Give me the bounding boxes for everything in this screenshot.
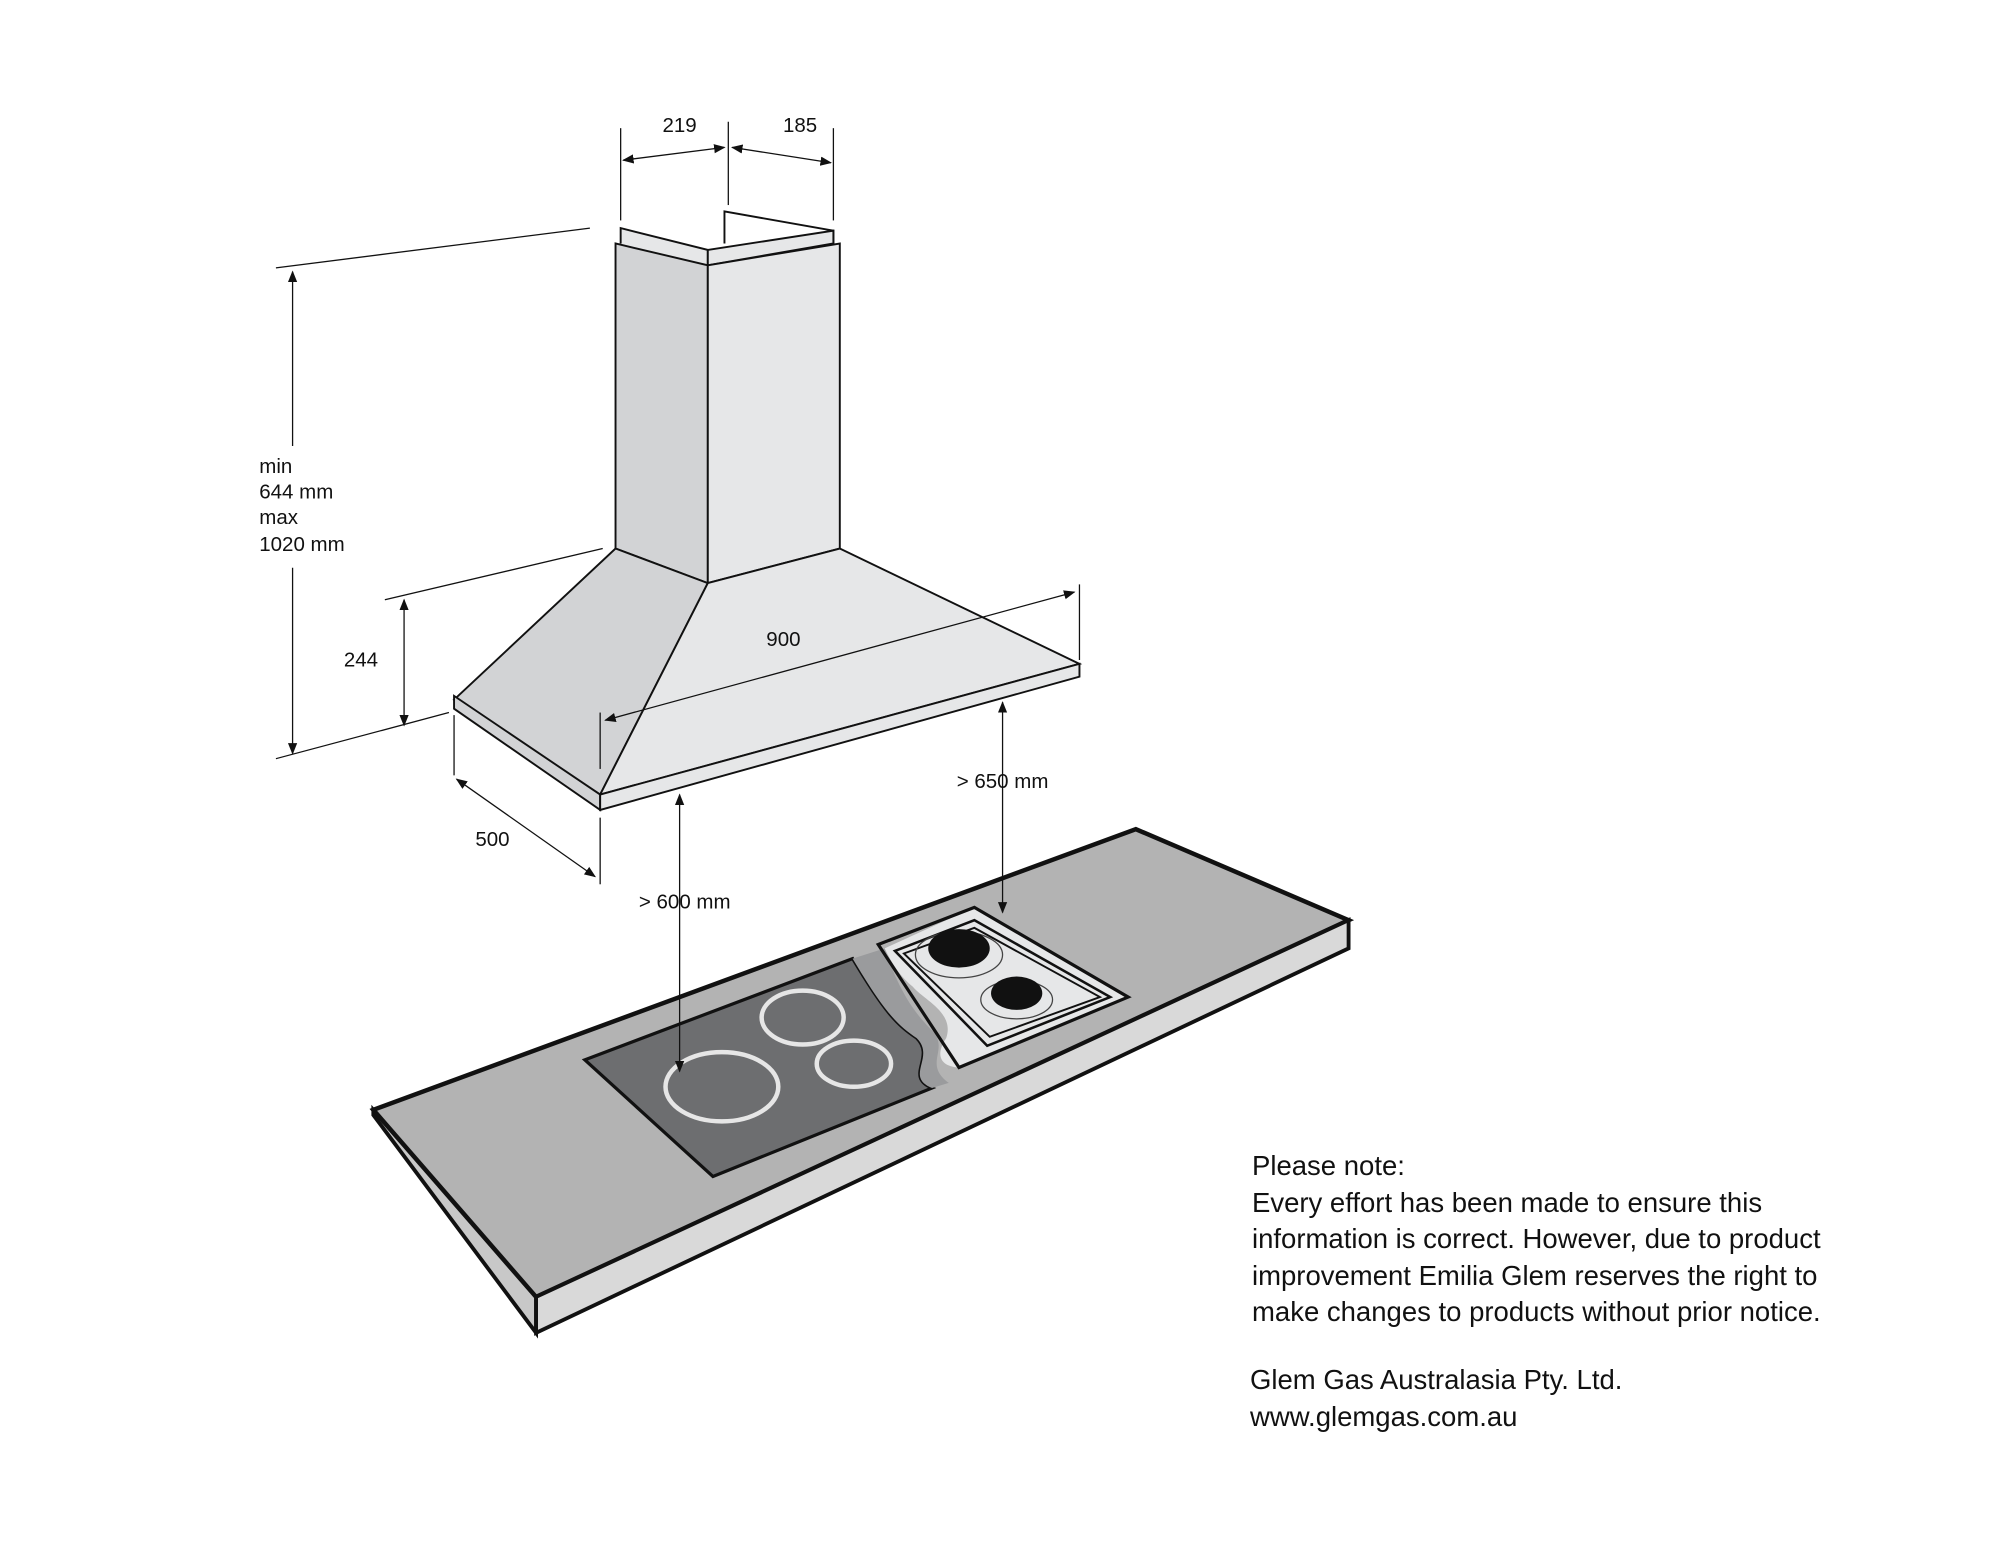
dim-chimney-right-width: 185 — [783, 114, 817, 137]
rangehood — [452, 210, 1083, 812]
dimension-labels: 219 185 min 644 mm max 1020 mm 244 900 5… — [259, 114, 1048, 914]
induction-cooktop — [581, 948, 949, 1179]
dim-clearance-electric: > 600 mm — [639, 891, 731, 914]
dim-chimney-left-width: 219 — [663, 114, 697, 137]
note-heading: Please note: — [1252, 1150, 1405, 1181]
induction-zone-large — [663, 1049, 781, 1124]
gas-burner-small — [991, 976, 1043, 1010]
disclaimer-note: Please note: Every effort has been made … — [1252, 1148, 1821, 1331]
company-website: www.glemgas.com.au — [1250, 1400, 1518, 1432]
dim-height-min-value: 644 mm — [259, 481, 333, 504]
chimney-right-face — [706, 242, 841, 585]
gas-burner-large — [928, 929, 990, 968]
note-line: make changes to products without prior n… — [1252, 1296, 1821, 1327]
dim-hood-width: 900 — [766, 628, 800, 651]
dim-height-max-value: 1020 mm — [259, 533, 344, 556]
induction-zone-medium — [759, 988, 846, 1047]
dim-height-min-label: min — [259, 455, 292, 478]
note-line: Every effort has been made to ensure thi… — [1252, 1186, 1763, 1218]
dim-height-max-label: max — [259, 506, 298, 529]
gas-cooktop — [875, 905, 1132, 1070]
company-info: Glem Gas Australasia Pty. Ltd. www.glemg… — [1250, 1362, 1622, 1435]
dim-hood-depth: 500 — [475, 828, 509, 851]
dim-clearance-gas: > 650 mm — [957, 770, 1049, 793]
company-name: Glem Gas Australasia Pty. Ltd. — [1250, 1364, 1623, 1395]
chimney-left-face — [614, 242, 709, 585]
induction-zone-small — [814, 1038, 894, 1090]
note-line: information is correct. However, due to … — [1252, 1223, 1821, 1254]
note-line: improvement Emilia Glem reserves the rig… — [1252, 1259, 1818, 1291]
dim-hood-height: 244 — [344, 648, 378, 671]
